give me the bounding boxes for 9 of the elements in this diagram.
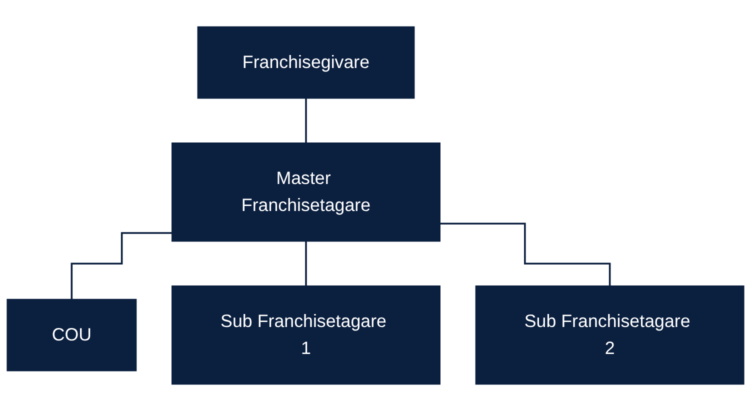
node-box: COU	[6, 298, 137, 372]
node-box: Master Franchisetagare	[172, 142, 440, 242]
node-box: Sub Franchisetagare 1	[172, 285, 440, 385]
node-box: Sub Franchisetagare 2	[475, 285, 744, 385]
connector	[70, 232, 172, 300]
connector	[305, 97, 307, 144]
node-box: Franchisegivare	[197, 26, 415, 99]
connector	[305, 240, 307, 287]
connector	[440, 222, 611, 287]
